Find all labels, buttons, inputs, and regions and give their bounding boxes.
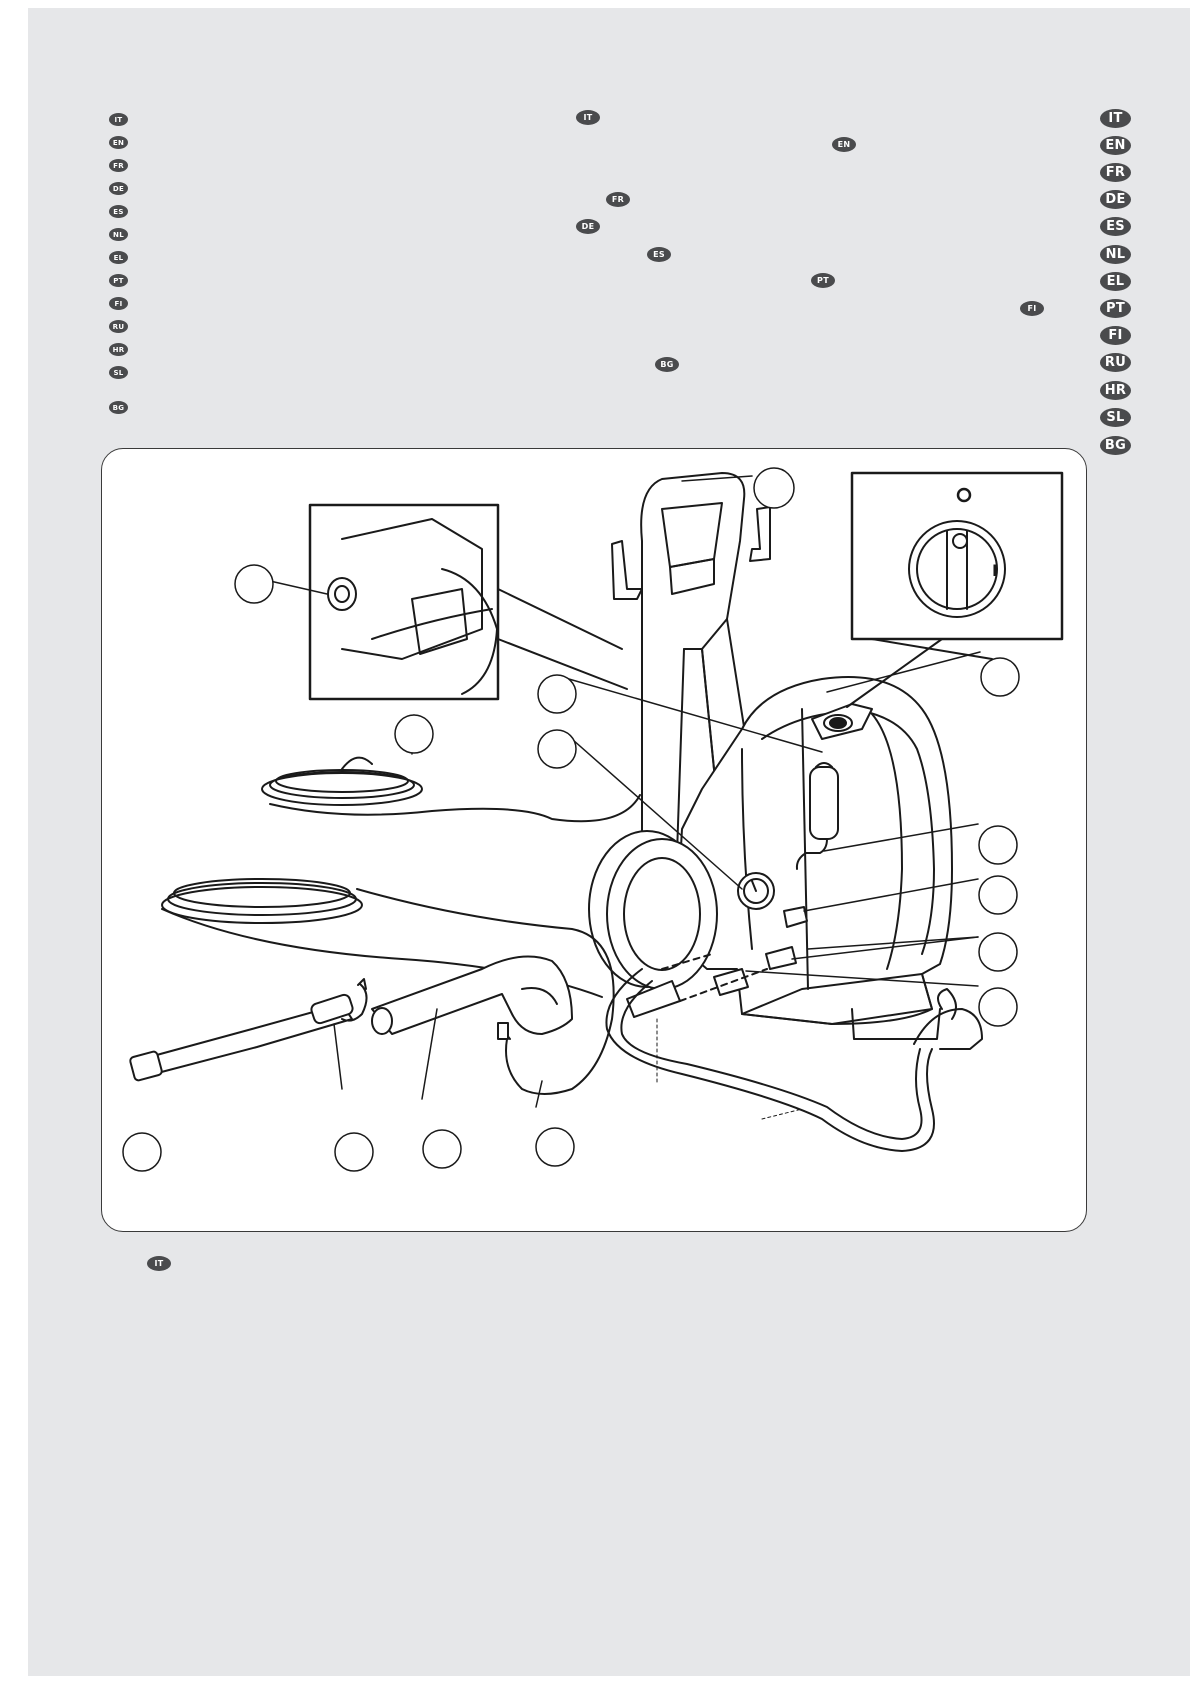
language-tab: SL	[1100, 408, 1131, 427]
spray-gun	[371, 955, 573, 1035]
switch-inset	[846, 471, 1064, 708]
callout-marker	[537, 729, 577, 769]
language-badge: DE	[109, 182, 128, 195]
language-badge: HR	[109, 343, 128, 356]
callout-marker	[978, 875, 1018, 915]
detergent-tank	[795, 762, 839, 870]
language-tab: DE	[1100, 190, 1131, 209]
language-tab: ES	[1100, 217, 1131, 236]
product-illustration: I	[101, 448, 1087, 1232]
language-tab: RU	[1100, 353, 1131, 372]
language-tab: NL	[1100, 245, 1131, 264]
pressure-washer-drawing	[122, 467, 1064, 1172]
language-tab: BG	[1100, 436, 1131, 455]
switch-on-mark: I	[992, 561, 998, 580]
callout-marker	[535, 1127, 575, 1167]
language-tab: HR	[1100, 381, 1131, 400]
outlet-connectors	[626, 906, 808, 1085]
callout-marker	[422, 1129, 462, 1169]
language-badge: EL	[109, 251, 128, 264]
language-badge: FR	[606, 192, 630, 207]
callout-marker	[978, 825, 1018, 865]
language-badge: ES	[109, 205, 128, 218]
wheel	[588, 830, 718, 990]
language-badge: PT	[109, 274, 128, 287]
language-badge: FI	[1020, 301, 1044, 316]
callout-marker	[753, 467, 795, 509]
language-badge: BG	[655, 357, 679, 372]
language-badge: BG	[109, 401, 128, 414]
inset-detail	[308, 503, 628, 701]
language-badge: FR	[109, 159, 128, 172]
language-badge: EN	[109, 136, 128, 149]
callout-leaders	[269, 475, 981, 1108]
callout-marker	[234, 564, 274, 604]
language-badge: IT	[576, 110, 600, 125]
language-tab: FR	[1100, 163, 1131, 182]
language-tab: PT	[1100, 299, 1131, 318]
callout-marker	[334, 1132, 374, 1172]
language-badge: RU	[109, 320, 128, 333]
callout-marker	[122, 1132, 162, 1172]
language-badge: ES	[647, 247, 671, 262]
callout-marker	[394, 714, 434, 754]
language-tab: EL	[1100, 272, 1131, 291]
power-cord	[261, 756, 641, 823]
switch-off-mark	[956, 487, 972, 503]
language-tab: FI	[1100, 326, 1131, 345]
language-badge: IT	[109, 113, 128, 126]
machine-body	[676, 676, 953, 1040]
language-badge: FI	[109, 297, 128, 310]
callout-marker	[978, 987, 1018, 1027]
language-badge: PT	[811, 273, 835, 288]
garden-hose	[605, 968, 983, 1152]
language-badge: DE	[576, 219, 600, 234]
callout-marker	[537, 674, 577, 714]
language-badge: SL	[109, 366, 128, 379]
callout-marker	[980, 657, 1020, 697]
callout-marker	[978, 932, 1018, 972]
spray-lance	[129, 978, 368, 1082]
footer-language-badge: IT	[147, 1256, 171, 1271]
pressure-gauge	[737, 872, 775, 910]
language-badge: NL	[109, 228, 128, 241]
callout-circles	[122, 467, 1020, 1172]
language-tab: EN	[1100, 136, 1131, 155]
language-badge: EN	[832, 137, 856, 152]
language-tab: IT	[1100, 109, 1131, 128]
